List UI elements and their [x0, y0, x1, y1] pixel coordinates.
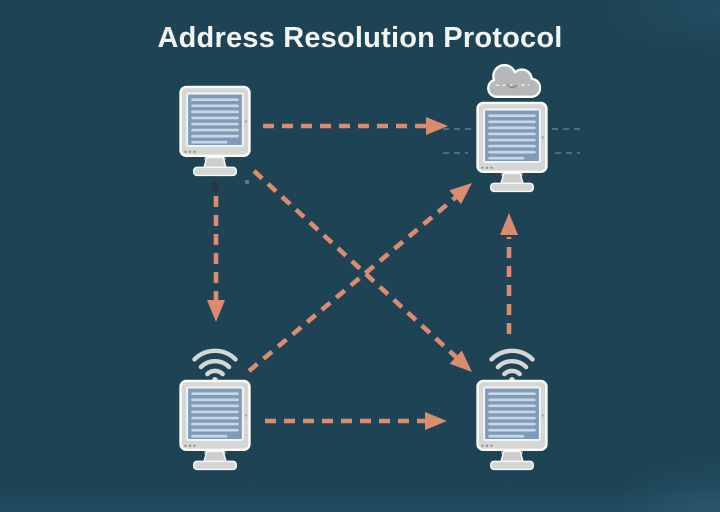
ink-smudge	[211, 182, 219, 192]
cloud-icon	[487, 63, 541, 98]
arrow-bottomleft-to-bottomright	[265, 412, 447, 430]
desktop-computer-icon	[179, 379, 251, 471]
page-title: Address Resolution Protocol	[157, 22, 563, 54]
arrow-topleft-to-bottomright	[252, 169, 472, 372]
arrow-bottomleft-to-cloud	[247, 183, 472, 373]
arrow-bottomright-to-cloud	[500, 213, 518, 334]
arrow-topleft-to-cloud	[263, 117, 448, 135]
arrow-topleft-to-bottomleft	[207, 196, 225, 322]
desktop-computer-icon	[476, 379, 548, 471]
signal-dashes	[443, 128, 580, 154]
wifi-icon	[492, 351, 533, 383]
desktop-computer-icon	[179, 85, 251, 177]
desktop-computer-icon	[476, 101, 548, 193]
wifi-icon	[195, 351, 236, 383]
desktop-computer-cloud-icon	[443, 63, 580, 193]
speck	[245, 180, 249, 184]
desktop-computer-wifi-icon	[476, 351, 548, 471]
desktop-computer-wifi-icon	[179, 351, 251, 471]
